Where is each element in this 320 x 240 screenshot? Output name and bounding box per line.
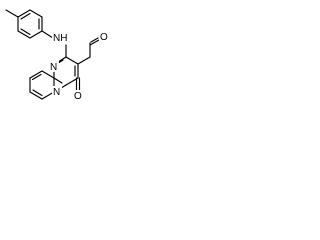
c9-c8-double: [31, 73, 42, 81]
methyl-bond: [5, 9, 19, 18]
c2-c3-bond: [65, 56, 79, 65]
carbonyl-o-label: O: [74, 91, 82, 102]
n5-c9a-bond: [53, 77, 63, 84]
ring-n-label: N: [50, 62, 57, 73]
tolyl-ring: [5, 9, 43, 39]
chemical-structure-diagram: NH N N O O: [5, 9, 110, 102]
atom-labels: NH N N O O: [49, 31, 110, 102]
tolyl-bond-4: [29, 30, 43, 39]
cho-co-double-2: [90, 37, 99, 43]
aryl-n-bond: [41, 30, 54, 39]
cho-co-double: [89, 39, 100, 46]
nh-label: NH: [53, 33, 67, 44]
c7-c6-bond: [29, 91, 43, 100]
ketone-group: [75, 77, 81, 91]
tolyl-double-a: [20, 12, 31, 20]
aldehyde-group: [77, 37, 100, 65]
tolyl-bond-2: [29, 9, 43, 18]
tolyl-bond-1: [17, 9, 31, 18]
tolyl-double-c: [20, 28, 31, 36]
c7-c6-double: [32, 89, 43, 97]
bridge-n-label: N: [53, 87, 60, 98]
aldehyde-o-label: O: [100, 32, 108, 43]
c9a-c9-bond: [41, 70, 55, 79]
c9-c8-bond: [29, 70, 43, 79]
c3-cho-bond: [77, 56, 91, 65]
tolyl-bond-5: [17, 30, 31, 39]
